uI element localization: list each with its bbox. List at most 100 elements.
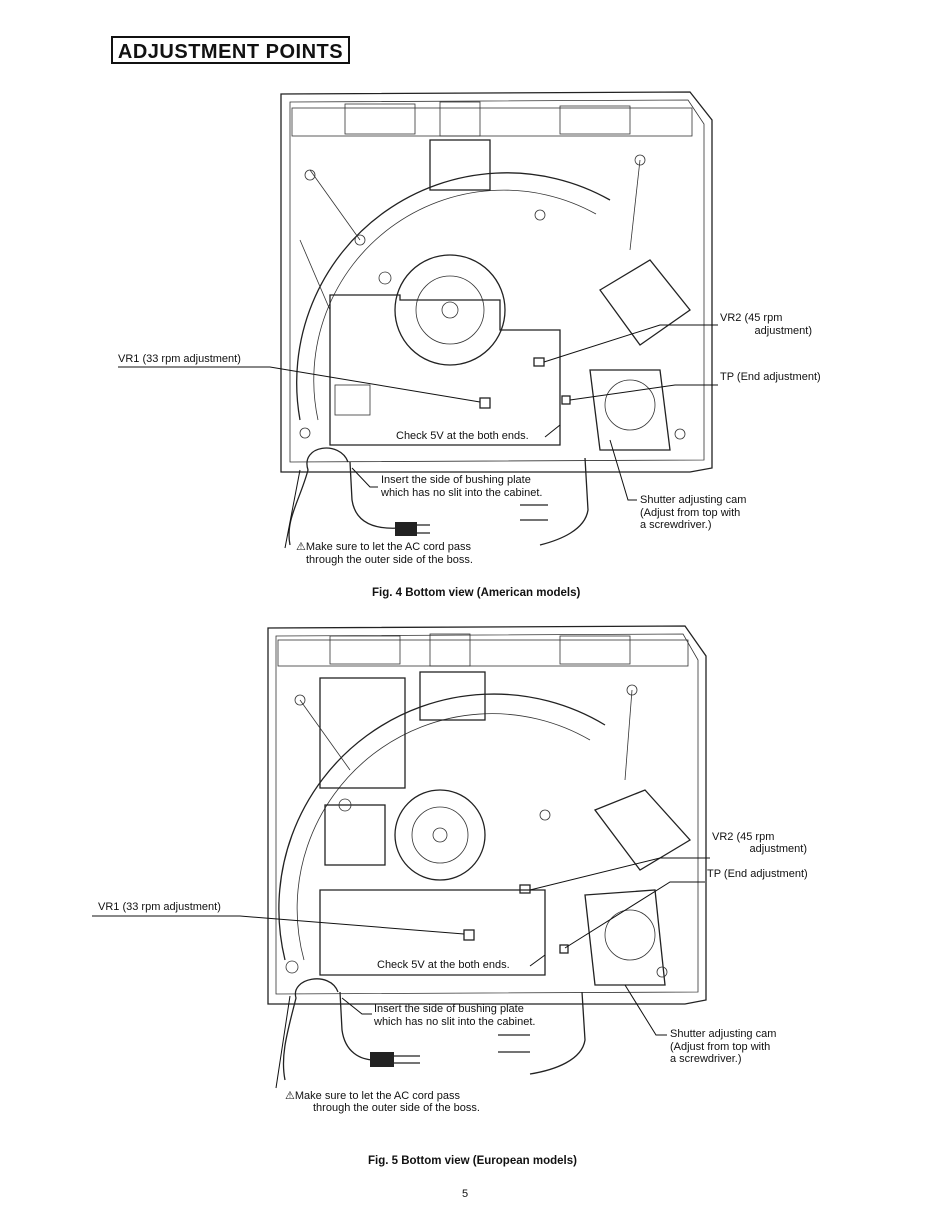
fig4-bracket bbox=[439, 101, 481, 137]
page-number: 5 bbox=[462, 1188, 469, 1200]
fig5-platter-outer bbox=[278, 693, 606, 961]
fig4-screw bbox=[378, 271, 392, 285]
fig4-shutter-label-2: (Adjust from top with bbox=[640, 507, 741, 519]
fig4-bushing-label-1: Insert the side of bushing plate bbox=[381, 474, 531, 486]
fig5-shutter-mech bbox=[584, 889, 666, 986]
fig4-cam bbox=[604, 379, 656, 431]
fig5-pcb-upper bbox=[319, 677, 406, 789]
fig5-screw bbox=[539, 809, 551, 821]
fig5-spindle bbox=[432, 827, 448, 843]
fig5-shutter-label-3: a screwdriver.) bbox=[670, 1053, 742, 1065]
fig4-shutter-leader bbox=[609, 439, 637, 501]
fig5-ac-plug bbox=[370, 1052, 394, 1067]
fig5-bracket bbox=[429, 633, 471, 667]
fig4-pcb bbox=[329, 294, 561, 446]
fig4-cabinet-outline bbox=[280, 91, 713, 473]
fig5-shutter-label-1: Shutter adjusting cam bbox=[670, 1028, 777, 1040]
fig4-rib bbox=[299, 239, 331, 311]
fig4-bracket bbox=[559, 105, 631, 135]
fig5-cord-leader bbox=[275, 995, 291, 1089]
fig5-ac-cord bbox=[339, 991, 376, 1061]
fig5-tp-label: TP (End adjustment) bbox=[707, 868, 808, 880]
fig4-vr1-label: VR1 (33 rpm adjustment) bbox=[118, 353, 241, 365]
fig4-platter-inner bbox=[313, 189, 597, 421]
fig5-caption: Fig. 5 Bottom view (European models) bbox=[368, 1155, 577, 1167]
fig5-rib bbox=[624, 689, 633, 781]
fig5-motor-hub bbox=[411, 806, 469, 864]
fig4-bushing-leader bbox=[351, 467, 378, 488]
fig5-check-leader bbox=[529, 954, 546, 967]
fig5-vr2-label-1: VR2 (45 rpm bbox=[712, 831, 775, 843]
fig4-cord-label-1: ⚠Make sure to let the AC cord pass bbox=[296, 541, 471, 553]
fig5-screw bbox=[285, 960, 299, 974]
fig5-top-rail bbox=[277, 639, 689, 667]
fig5-cabinet-inner bbox=[275, 633, 699, 995]
fig5-motor-rim bbox=[394, 789, 486, 881]
fig4-spindle bbox=[441, 301, 459, 319]
warning-icon: ⚠ bbox=[296, 541, 306, 553]
fig4-shutter-label-3: a screwdriver.) bbox=[640, 519, 712, 531]
fig4-shutter-mech bbox=[589, 369, 671, 451]
fig5-tp-leader bbox=[564, 881, 705, 949]
fig5-signal-cord bbox=[529, 991, 586, 1075]
fig5-screw bbox=[294, 694, 306, 706]
fig4-motor-hub bbox=[415, 275, 485, 345]
fig4-screw bbox=[304, 169, 316, 181]
fig4-bushing-label-2: which has no slit into the cabinet. bbox=[381, 487, 543, 499]
fig5-transformer-small bbox=[324, 804, 386, 866]
fig4-caption: Fig. 4 Bottom view (American models) bbox=[372, 587, 581, 599]
fig4-rib bbox=[309, 169, 361, 241]
fig5-vr2-point bbox=[519, 884, 531, 894]
fig5-tp-point bbox=[559, 944, 569, 954]
fig4-transformer bbox=[429, 139, 491, 191]
fig5-vr1-point bbox=[463, 929, 475, 941]
fig5-platter-inner bbox=[296, 713, 591, 961]
fig5-screw bbox=[656, 966, 668, 978]
fig4-vr2-label-2: adjustment) bbox=[754, 325, 812, 337]
fig4-transformer-small bbox=[334, 384, 371, 416]
fig5-vr1-leader bbox=[92, 915, 465, 935]
fig5-vr1-label: VR1 (33 rpm adjustment) bbox=[98, 901, 221, 913]
fig4-tonearm-block bbox=[599, 259, 691, 346]
fig4-diagram bbox=[118, 91, 718, 549]
fig5-shutter-label-2: (Adjust from top with bbox=[670, 1041, 771, 1053]
fig4-vr2-label-1: VR2 (45 rpm bbox=[720, 312, 783, 324]
fig5-screw bbox=[626, 684, 638, 696]
fig4-ac-cord bbox=[288, 447, 349, 546]
fig4-screw bbox=[634, 154, 646, 166]
fig4-check-label: Check 5V at the both ends. bbox=[396, 430, 529, 442]
fig5-screw bbox=[338, 798, 352, 812]
fig4-screw bbox=[674, 428, 686, 440]
fig4-tp-leader bbox=[569, 384, 718, 401]
page-title: ADJUSTMENT POINTS bbox=[111, 36, 350, 64]
fig4-tp-point bbox=[561, 395, 571, 405]
fig5-diagram bbox=[92, 625, 710, 1089]
fig4-vr1-point bbox=[479, 397, 491, 409]
fig4-rib bbox=[629, 159, 641, 251]
fig5-check-label: Check 5V at the both ends. bbox=[377, 959, 510, 971]
fig5-rib bbox=[299, 699, 351, 771]
fig4-check-leader bbox=[544, 424, 561, 438]
warning-icon: ⚠ bbox=[285, 1090, 295, 1102]
fig5-vr2-label-2: adjustment) bbox=[749, 843, 807, 855]
fig4-screw bbox=[534, 209, 546, 221]
fig4-signal-cord bbox=[539, 457, 589, 546]
fig4-bracket bbox=[344, 103, 416, 135]
fig4-cord-leader bbox=[284, 469, 301, 549]
fig5-bushing-label-1: Insert the side of bushing plate bbox=[374, 1003, 524, 1015]
fig4-vr2-leader bbox=[543, 324, 718, 363]
fig5-cord-label-2: through the outer side of the boss. bbox=[313, 1102, 480, 1114]
fig5-ac-cord bbox=[282, 978, 339, 1081]
fig4-tp-label: TP (End adjustment) bbox=[720, 371, 821, 383]
fig4-vr2-point bbox=[533, 357, 545, 367]
fig4-vr1-leader bbox=[118, 366, 481, 403]
fig5-bushing-label-2: which has no slit into the cabinet. bbox=[374, 1016, 536, 1028]
fig4-platter-outer bbox=[296, 172, 611, 421]
fig5-pcb bbox=[319, 889, 546, 976]
fig5-shutter-leader bbox=[624, 984, 667, 1036]
fig4-screw bbox=[354, 234, 366, 246]
fig4-motor-rim bbox=[394, 254, 506, 366]
fig4-cord-label-2: through the outer side of the boss. bbox=[306, 554, 473, 566]
fig5-vr2-leader bbox=[529, 857, 710, 891]
fig5-bushing-leader bbox=[341, 997, 372, 1015]
